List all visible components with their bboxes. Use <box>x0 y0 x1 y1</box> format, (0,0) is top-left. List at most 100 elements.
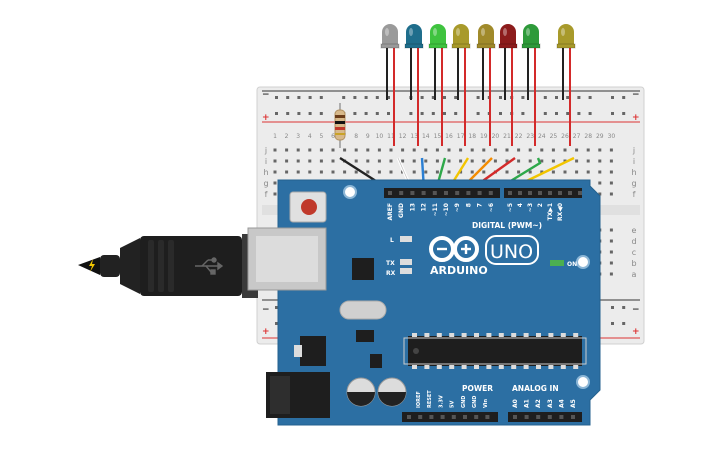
row-letter: g <box>631 179 636 188</box>
digital-pin-label: ~5 <box>507 203 514 212</box>
board-led-rx <box>400 268 412 274</box>
row-letter: e <box>632 226 637 235</box>
power-pin-label: GND <box>461 396 467 408</box>
rail-minus-top: − <box>262 90 270 100</box>
column-number: 6 <box>331 133 335 140</box>
column-number: 5 <box>319 133 323 140</box>
column-number: 9 <box>366 133 370 140</box>
led[interactable] <box>521 24 541 146</box>
usb-icon <box>195 257 224 275</box>
dc-power-jack <box>266 372 330 418</box>
arduino-infinity-logo <box>429 236 479 262</box>
digital-pin-label: 8 <box>465 203 472 207</box>
lightning-icon <box>89 259 95 272</box>
column-number: 3 <box>296 133 300 140</box>
usb-cable[interactable] <box>78 234 258 298</box>
digital-pin-label: AREF <box>387 203 394 220</box>
led-row <box>380 24 576 146</box>
column-number: 17 <box>457 133 465 140</box>
reset-button[interactable] <box>289 191 327 223</box>
row-letter: f <box>633 190 636 199</box>
row-letter: j <box>264 146 267 155</box>
brand-label: ARDUINO <box>430 264 488 277</box>
rail-minus-top-right: − <box>632 90 640 100</box>
column-number: 2 <box>285 133 289 140</box>
power-analog-headers <box>402 412 582 422</box>
led[interactable] <box>404 24 424 146</box>
power-pin-label: 3.3V <box>438 395 444 408</box>
power-pin-label: IOREF <box>416 391 422 408</box>
rail-minus-bottom: − <box>262 305 270 315</box>
capacitors <box>346 377 407 407</box>
row-letter: g <box>263 179 268 188</box>
digital-pin-label: RX◀0 <box>557 203 564 221</box>
led[interactable] <box>380 24 400 146</box>
digital-pin-label: ~3 <box>527 203 534 212</box>
column-number: 21 <box>503 133 511 140</box>
column-number: 4 <box>308 133 312 140</box>
led-l-label: L <box>390 237 394 244</box>
digital-pin-label: 2 <box>537 203 544 207</box>
analog-pin-label: A2 <box>535 399 542 408</box>
rail-plus-top: + <box>262 113 270 123</box>
digital-pin-label: GND <box>398 203 405 218</box>
row-letter: d <box>631 237 636 246</box>
row-letter: j <box>632 146 635 155</box>
led[interactable] <box>428 24 448 146</box>
digital-pin-label: TX▶1 <box>547 203 554 221</box>
column-number: 19 <box>480 133 488 140</box>
column-number: 24 <box>538 133 546 140</box>
column-number: 8 <box>354 133 358 140</box>
digital-header <box>384 188 582 198</box>
power-pin-label: 5V <box>450 401 456 408</box>
analog-label: ANALOG IN <box>512 384 559 393</box>
column-number: 23 <box>526 133 534 140</box>
led[interactable] <box>498 24 518 146</box>
column-number: 10 <box>376 133 384 140</box>
column-number: 27 <box>573 133 581 140</box>
led[interactable] <box>476 24 496 146</box>
power-pin-label: RESET <box>427 390 433 408</box>
board-led-tx <box>400 259 412 265</box>
column-number: 29 <box>596 133 604 140</box>
regulator <box>300 336 326 366</box>
digital-pin-label: 4 <box>517 203 524 207</box>
column-number: 30 <box>608 133 616 140</box>
power-led <box>550 260 564 266</box>
led[interactable] <box>451 24 471 146</box>
led[interactable] <box>556 24 576 146</box>
usb-chip <box>352 258 374 280</box>
board-led-l <box>400 236 412 242</box>
analog-pin-label: A1 <box>524 399 531 408</box>
column-number: 20 <box>492 133 500 140</box>
crystal <box>339 300 387 320</box>
led-rx-label: RX <box>386 270 396 277</box>
row-letter: i <box>265 157 267 166</box>
column-number: 28 <box>584 133 592 140</box>
row-letter: b <box>631 259 636 268</box>
digital-pin-label: ~6 <box>488 203 495 212</box>
led-tx-label: TX <box>386 260 395 267</box>
column-number: 1 <box>273 133 277 140</box>
on-label: ON <box>567 261 577 268</box>
column-number: 18 <box>468 133 476 140</box>
column-number: 12 <box>399 133 407 140</box>
column-numbers-top: 1234567891011121314151617181920212223242… <box>273 133 615 140</box>
resistor[interactable] <box>334 103 346 148</box>
row-letter: f <box>265 190 268 199</box>
column-number: 14 <box>422 133 430 140</box>
column-number: 25 <box>550 133 558 140</box>
column-number: 26 <box>561 133 569 140</box>
digital-pin-label: 13 <box>409 203 416 211</box>
row-letter: a <box>632 270 637 279</box>
analog-pin-label: A0 <box>512 399 519 408</box>
digital-pin-label: 12 <box>421 203 428 211</box>
digital-pin-label: ~11 <box>432 203 439 216</box>
column-number: 11 <box>387 133 395 140</box>
rail-plus-bottom-right: + <box>632 327 640 337</box>
power-pin-label: Vin <box>483 399 489 408</box>
digital-pin-label: 7 <box>477 203 484 207</box>
